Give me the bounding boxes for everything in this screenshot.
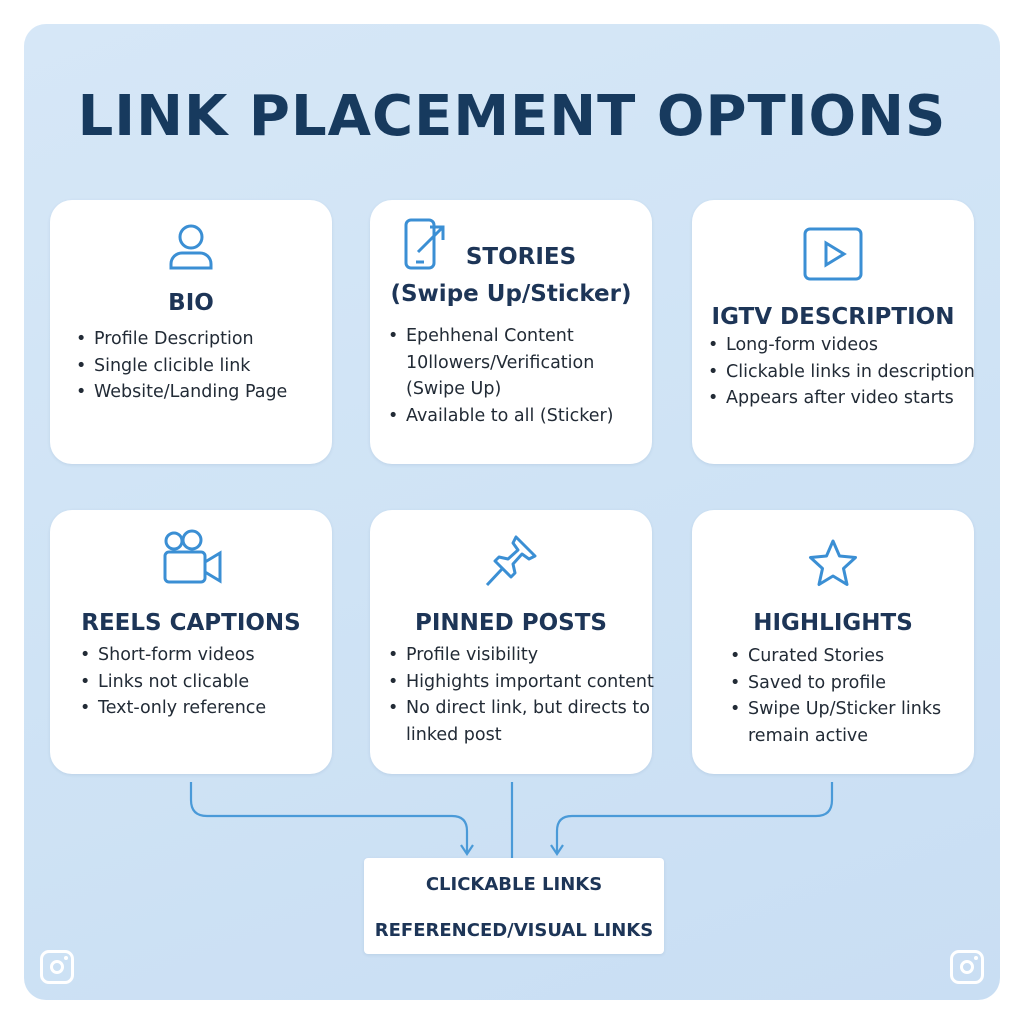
card-title: HIGHLIGHTS — [753, 610, 913, 636]
list-item: Clickable links in description — [706, 359, 975, 386]
link-type-box: CLICKABLE LINKS REFERENCED/VISUAL LINKS — [364, 858, 664, 954]
card-list: Epehhenal Content 10llowers/Verification… — [386, 323, 614, 429]
list-item: remain active — [748, 725, 869, 746]
pin-icon — [485, 535, 537, 587]
card-list: Profile visibility Highights important c… — [386, 642, 654, 748]
card-list: Curated Stories Saved to profile Swipe U… — [728, 643, 941, 749]
star-icon — [809, 539, 857, 586]
arrowhead-left — [460, 844, 474, 856]
list-item: Profile visibility — [386, 642, 654, 669]
connector-left — [189, 782, 469, 852]
list-item: Curated Stories — [728, 643, 941, 670]
list-item: Long-form videos — [706, 332, 975, 359]
list-item: Epehhenal Content — [386, 323, 614, 350]
card-bio: BIO Profile Description Single clicible … — [50, 200, 332, 464]
list-item: Short-form videos — [78, 642, 266, 669]
list-item: Text-only reference — [78, 695, 266, 722]
connector-right — [555, 782, 834, 852]
card-title: REELS CAPTIONS — [81, 610, 301, 636]
card-subtitle: (Swipe Up/Sticker) — [390, 281, 632, 307]
card-title: IGTV DESCRIPTION — [711, 304, 955, 330]
connector-lines — [189, 782, 834, 858]
list-item: Highights important content — [386, 669, 654, 696]
list-item: 10llowers/Verification — [406, 352, 595, 373]
phone-arrow-icon — [404, 218, 445, 270]
list-item: Saved to profile — [728, 670, 941, 697]
list-item: linked post — [406, 724, 502, 745]
list-item: (Swipe Up) — [406, 379, 502, 399]
diagram-panel: LINK PLACEMENT OPTIONS BIO Profile Descr… — [24, 24, 1000, 1000]
list-item: Links not clicable — [78, 669, 266, 696]
card-igtv: IGTV DESCRIPTION Long-form videos Clicka… — [692, 200, 975, 464]
card-list: Long-form videos Clickable links in desc… — [706, 332, 975, 412]
instagram-icon — [40, 950, 74, 984]
card-highlights: HIGHLIGHTS Curated Stories Saved to prof… — [692, 510, 974, 774]
video-camera-icon — [163, 529, 222, 584]
list-item: Website/Landing Page — [74, 379, 287, 406]
card-title: PINNED POSTS — [415, 610, 607, 636]
card-reels: REELS CAPTIONS Short-form videos Links n… — [50, 510, 332, 774]
card-title: STORIES — [465, 244, 577, 270]
play-icon — [803, 227, 863, 281]
list-item: Profile Description — [74, 326, 287, 353]
diagram-title: LINK PLACEMENT OPTIONS — [77, 84, 947, 149]
list-item: Single clicible link — [74, 353, 287, 380]
instagram-icon — [950, 950, 984, 984]
clickable-links-label: CLICKABLE LINKS — [425, 874, 603, 895]
card-pinned: PINNED POSTS Profile visibility Highight… — [370, 510, 654, 774]
arrowhead-right — [550, 844, 564, 856]
card-list: Short-form videos Links not clicable Tex… — [78, 642, 266, 722]
card-title: BIO — [168, 290, 214, 316]
list-item: Available to all (Sticker) — [386, 403, 614, 430]
list-item: Swipe Up/Sticker links — [728, 696, 941, 723]
card-stories: STORIES (Swipe Up/Sticker) Epehhenal Con… — [370, 200, 652, 464]
list-item: No direct link, but directs to — [386, 695, 654, 722]
referenced-links-label: REFERENCED/VISUAL LINKS — [374, 920, 654, 941]
user-icon — [169, 224, 213, 270]
card-list: Profile Description Single clicible link… — [74, 326, 287, 406]
list-item: Appears after video starts — [706, 385, 975, 412]
